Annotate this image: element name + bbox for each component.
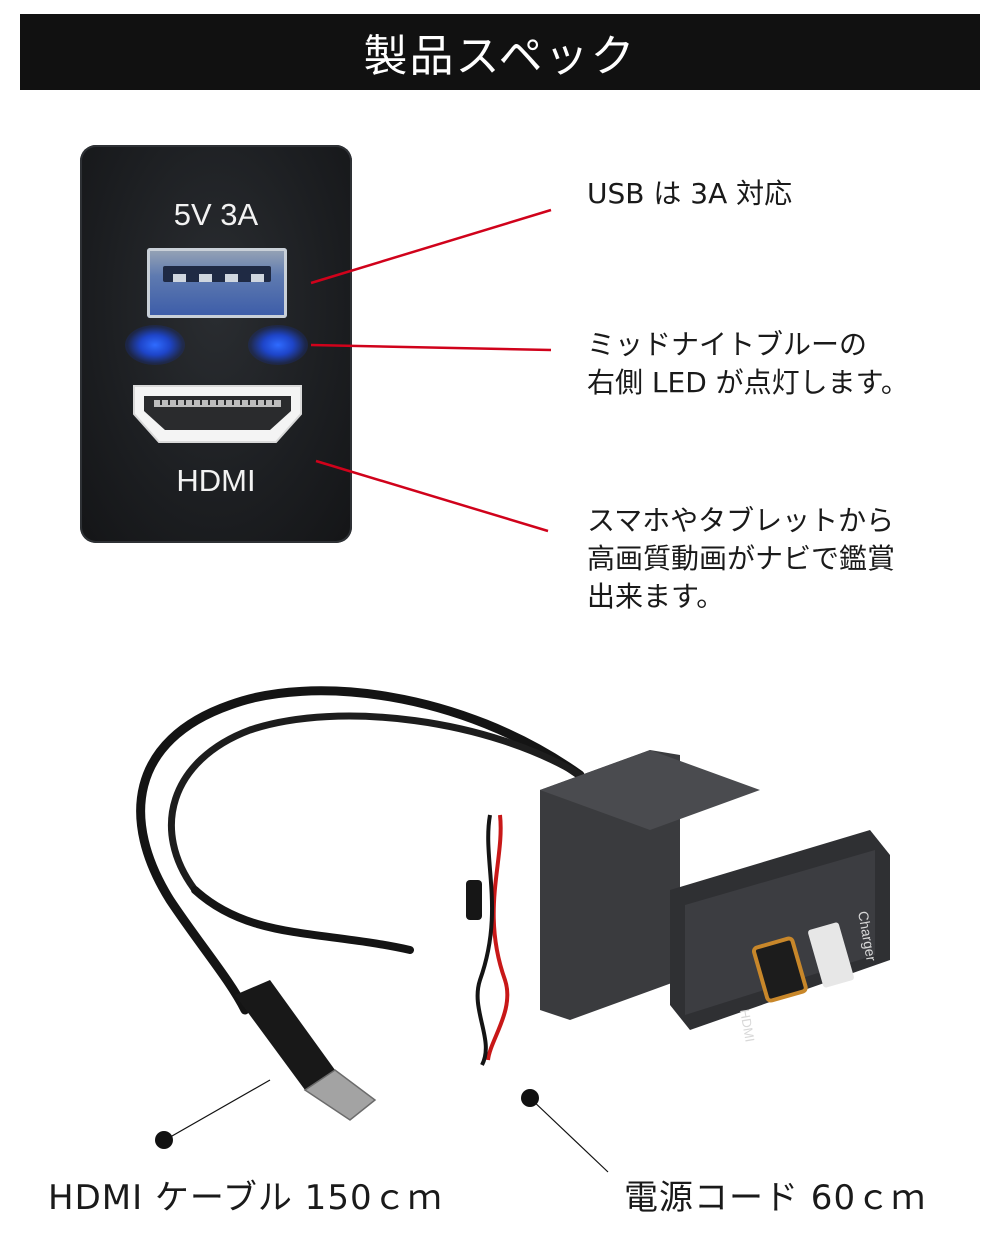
fuse-holder — [466, 880, 482, 920]
led-callout: ミッドナイトブルーの 右側 LED が点灯します。 — [587, 328, 909, 399]
power-leader-line — [529, 1097, 609, 1173]
hdmi-port-photo — [752, 936, 808, 1003]
usb-port-icon — [147, 248, 287, 318]
led-right-icon — [248, 325, 308, 365]
hdmi-plug-body — [235, 980, 335, 1090]
hdmi-plug-tip — [303, 1069, 377, 1121]
hdmi-port-icon — [133, 385, 302, 443]
page-title: 製品スペック — [363, 31, 637, 82]
usb-callout: USB は 3A 対応 — [587, 177, 793, 210]
power-cord-label: 電源コード 60ｃｍ — [624, 1178, 927, 1218]
page-title-bar: 製品スペック — [20, 14, 980, 90]
hdmi-leader-line — [315, 459, 549, 533]
switch-panel: 5V 3A HDMI — [80, 145, 352, 543]
panel-hdmi-label: HDMI — [176, 463, 256, 498]
cable-leader-line — [164, 1079, 271, 1141]
power-dot-icon — [521, 1089, 539, 1107]
product-photo: Charger HDMI — [136, 686, 890, 1121]
cable-dot-icon — [155, 1131, 173, 1149]
hdmi-text: HDMI — [737, 1008, 758, 1043]
usb-port-photo — [808, 922, 854, 988]
cable-label: HDMI ケーブル 150ｃｍ — [48, 1178, 443, 1218]
led-leader-line — [310, 343, 552, 352]
hdmi-callout: スマホやタブレットから 高画質動画がナビで鑑賞 出来ます。 — [587, 504, 896, 613]
usb-leader-line — [310, 208, 552, 285]
panel-usb-label: 5V 3A — [173, 197, 259, 232]
led-left-icon — [125, 325, 185, 365]
